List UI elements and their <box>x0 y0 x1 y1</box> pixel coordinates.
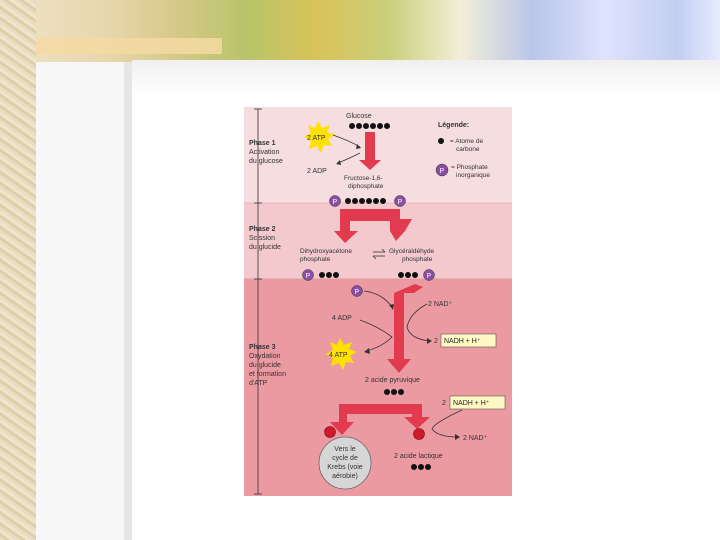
phase3-line3: et formation <box>249 371 286 378</box>
adp2-label: 2 ADP <box>307 168 327 175</box>
fructose-label-line2: diphosphate <box>348 183 384 190</box>
lactate-molecule <box>411 464 431 470</box>
phosphate-legend-letter: P <box>440 168 445 175</box>
svg-text:P: P <box>427 273 432 280</box>
phase1-line2: du glucose <box>249 158 283 165</box>
phase1-line1: Activation <box>249 149 279 156</box>
pyruvate-molecule <box>384 389 404 395</box>
legend-phosphate-line2: inorganique <box>456 172 490 179</box>
pyruvic-label: 2 acide pyruvique <box>365 377 420 384</box>
svg-text:P: P <box>306 273 311 280</box>
phase3-background <box>244 279 512 496</box>
nad-plus-label-2: 2 NAD⁺ <box>463 435 488 442</box>
carbon-atom-legend-icon <box>438 138 444 144</box>
title-bar-area <box>132 60 720 96</box>
co2-lactic <box>414 429 425 440</box>
svg-text:P: P <box>398 199 403 206</box>
left-panel-shadow <box>124 62 132 540</box>
phase2-line1: Scission <box>249 235 275 242</box>
atp4-label: 4 ATP <box>329 352 348 359</box>
dhap-label-line2: phosphate <box>300 256 331 263</box>
svg-text:P: P <box>333 199 338 206</box>
phase3-line4: d'ATP <box>249 380 268 387</box>
phase3-line2: du glucide <box>249 362 281 369</box>
phase2-line2: du glucide <box>249 244 281 251</box>
legend-carbon-line2: carbone <box>456 146 480 153</box>
lactic-label: 2 acide lactique <box>394 453 443 460</box>
krebs-label-line4: aérobie) <box>332 473 358 480</box>
legend-carbon-line1: = Atome de <box>450 138 483 145</box>
nadh-label-2: NADH + H⁺ <box>453 400 490 407</box>
nadh-prefix-1: 2 <box>434 338 438 345</box>
atp2-label: 2 ATP <box>307 135 326 142</box>
phase3-title: Phase 3 <box>249 344 276 351</box>
legend-phosphate-line1: = Phosphate <box>451 164 488 171</box>
legend-title: Légende: <box>438 122 469 129</box>
krebs-label-line3: Krebs (voie <box>327 464 363 471</box>
co2-aerobic <box>325 427 336 438</box>
decorative-stripe <box>22 38 222 54</box>
krebs-label-line2: cycle de <box>332 455 358 462</box>
krebs-cycle-node <box>319 437 371 489</box>
adp4-label: 4 ADP <box>332 315 352 322</box>
gal-label-line1: Glycéraldéhyde <box>389 248 435 255</box>
svg-text:P: P <box>355 289 360 296</box>
phase1-title: Phase 1 <box>249 140 276 147</box>
gal-label-line2: phosphate <box>402 256 433 263</box>
dhap-label-line1: Dihydroxyacétone <box>300 248 352 255</box>
phase2-title: Phase 2 <box>249 226 276 233</box>
nadh-label-1: NADH + H⁺ <box>444 338 481 345</box>
glycolysis-diagram: Phase 1 Activation du glucose Phase 2 Sc… <box>244 107 512 496</box>
phase3-line1: Oxydation <box>249 353 281 360</box>
decorative-left-band <box>0 0 36 540</box>
glucose-label: Glucose <box>346 113 372 120</box>
nadh-prefix-2: 2 <box>442 400 446 407</box>
fructose-label-line1: Fructose-1,6- <box>344 175 383 182</box>
krebs-label-line1: Vers le <box>334 446 356 453</box>
nad-plus-label-1: 2 NAD⁺ <box>428 301 453 308</box>
left-panel <box>36 62 129 540</box>
